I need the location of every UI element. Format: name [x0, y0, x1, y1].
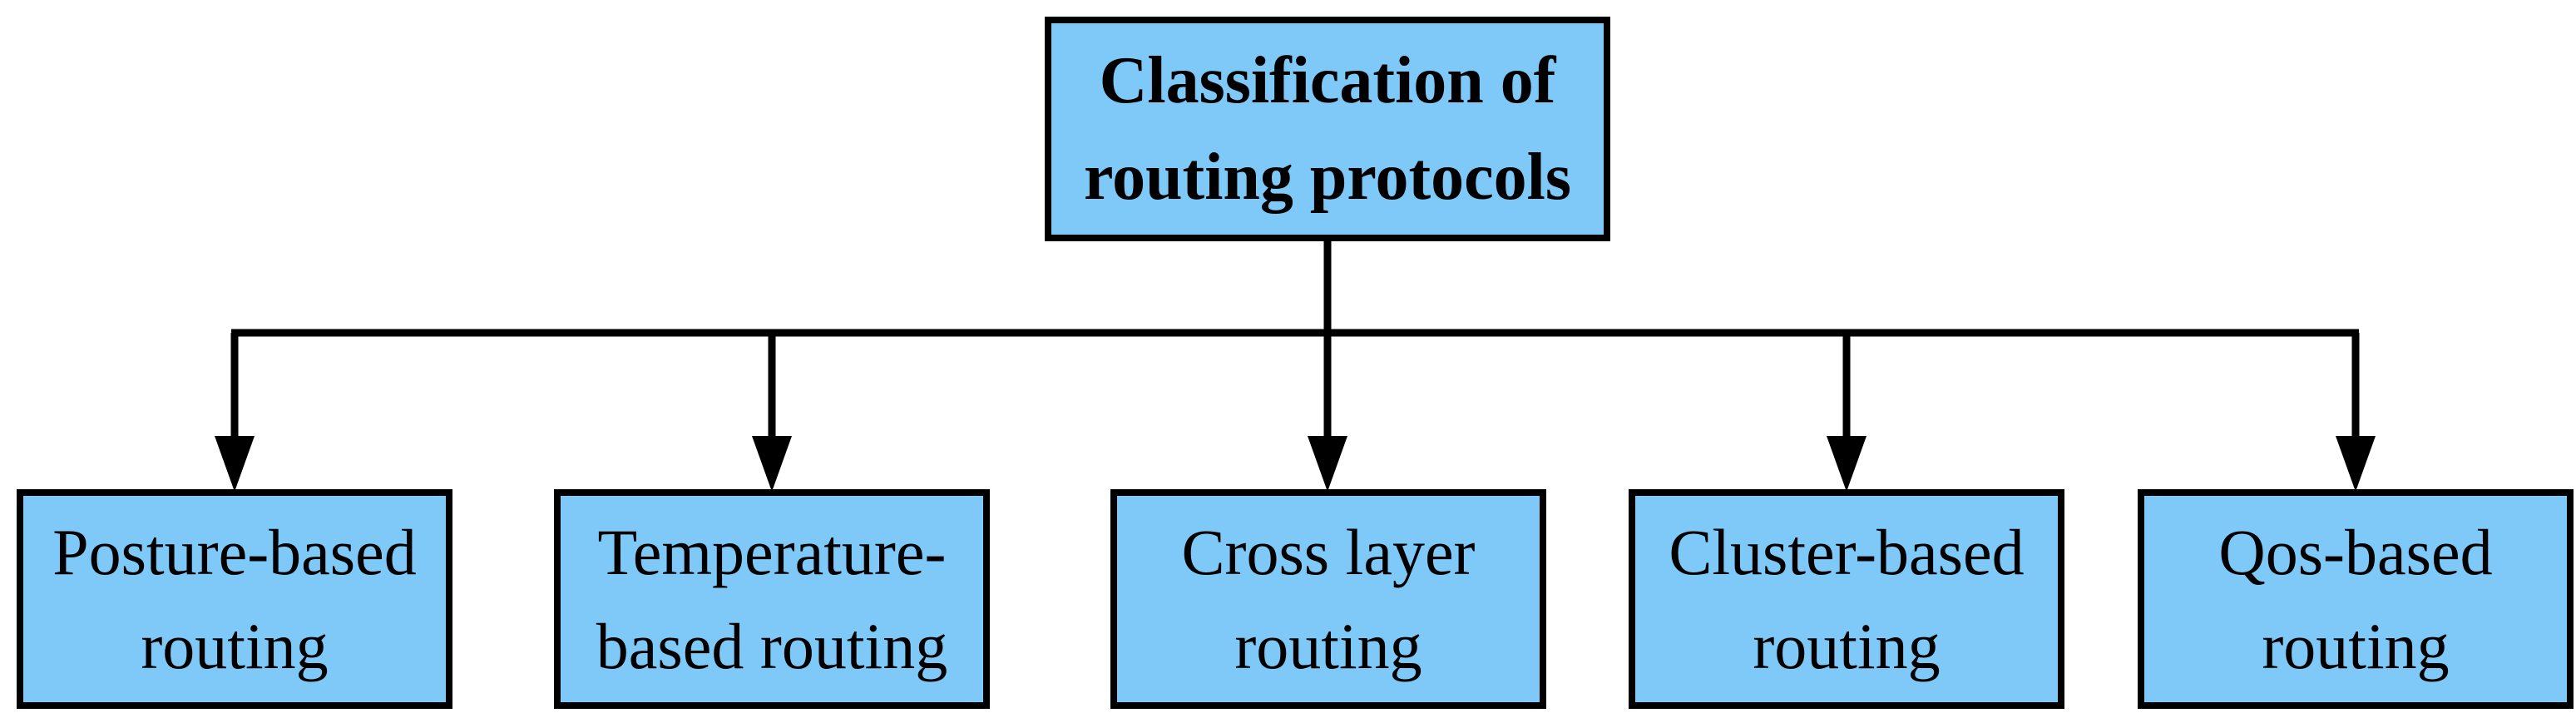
node-qos-based-routing: Qos-based routing	[2138, 489, 2574, 709]
node-cluster-based-routing: Cluster-based routing	[1629, 489, 2064, 709]
node-label-line: routing	[2262, 610, 2450, 682]
arrowhead-qos-icon	[2336, 436, 2376, 492]
node-label-line: Temperature-	[597, 516, 947, 588]
node-root-classification: Classification of routing protocols	[1045, 17, 1610, 241]
node-label-line: Classification of	[1099, 44, 1556, 117]
node-label-line: Posture-based	[52, 516, 417, 588]
arrowhead-crosslayer-icon	[1308, 436, 1347, 492]
node-temperature-based-routing: Temperature- based routing	[554, 489, 990, 709]
node-label-line: based routing	[596, 610, 948, 682]
node-posture-based-routing: Posture-based routing	[17, 489, 452, 709]
node-label-line: routing	[1234, 610, 1422, 682]
node-label-line: Cluster-based	[1669, 516, 2025, 588]
arrowhead-posture-icon	[215, 436, 255, 492]
node-label-line: routing	[141, 610, 329, 682]
arrowhead-cluster-icon	[1827, 436, 1866, 492]
node-label-line: routing protocols	[1084, 141, 1571, 214]
node-label-line: routing	[1753, 610, 1941, 682]
arrowhead-temperature-icon	[752, 436, 792, 492]
node-label-line: Cross layer	[1181, 516, 1476, 588]
node-cross-layer-routing: Cross layer routing	[1110, 489, 1546, 709]
node-label-line: Qos-based	[2218, 516, 2493, 588]
